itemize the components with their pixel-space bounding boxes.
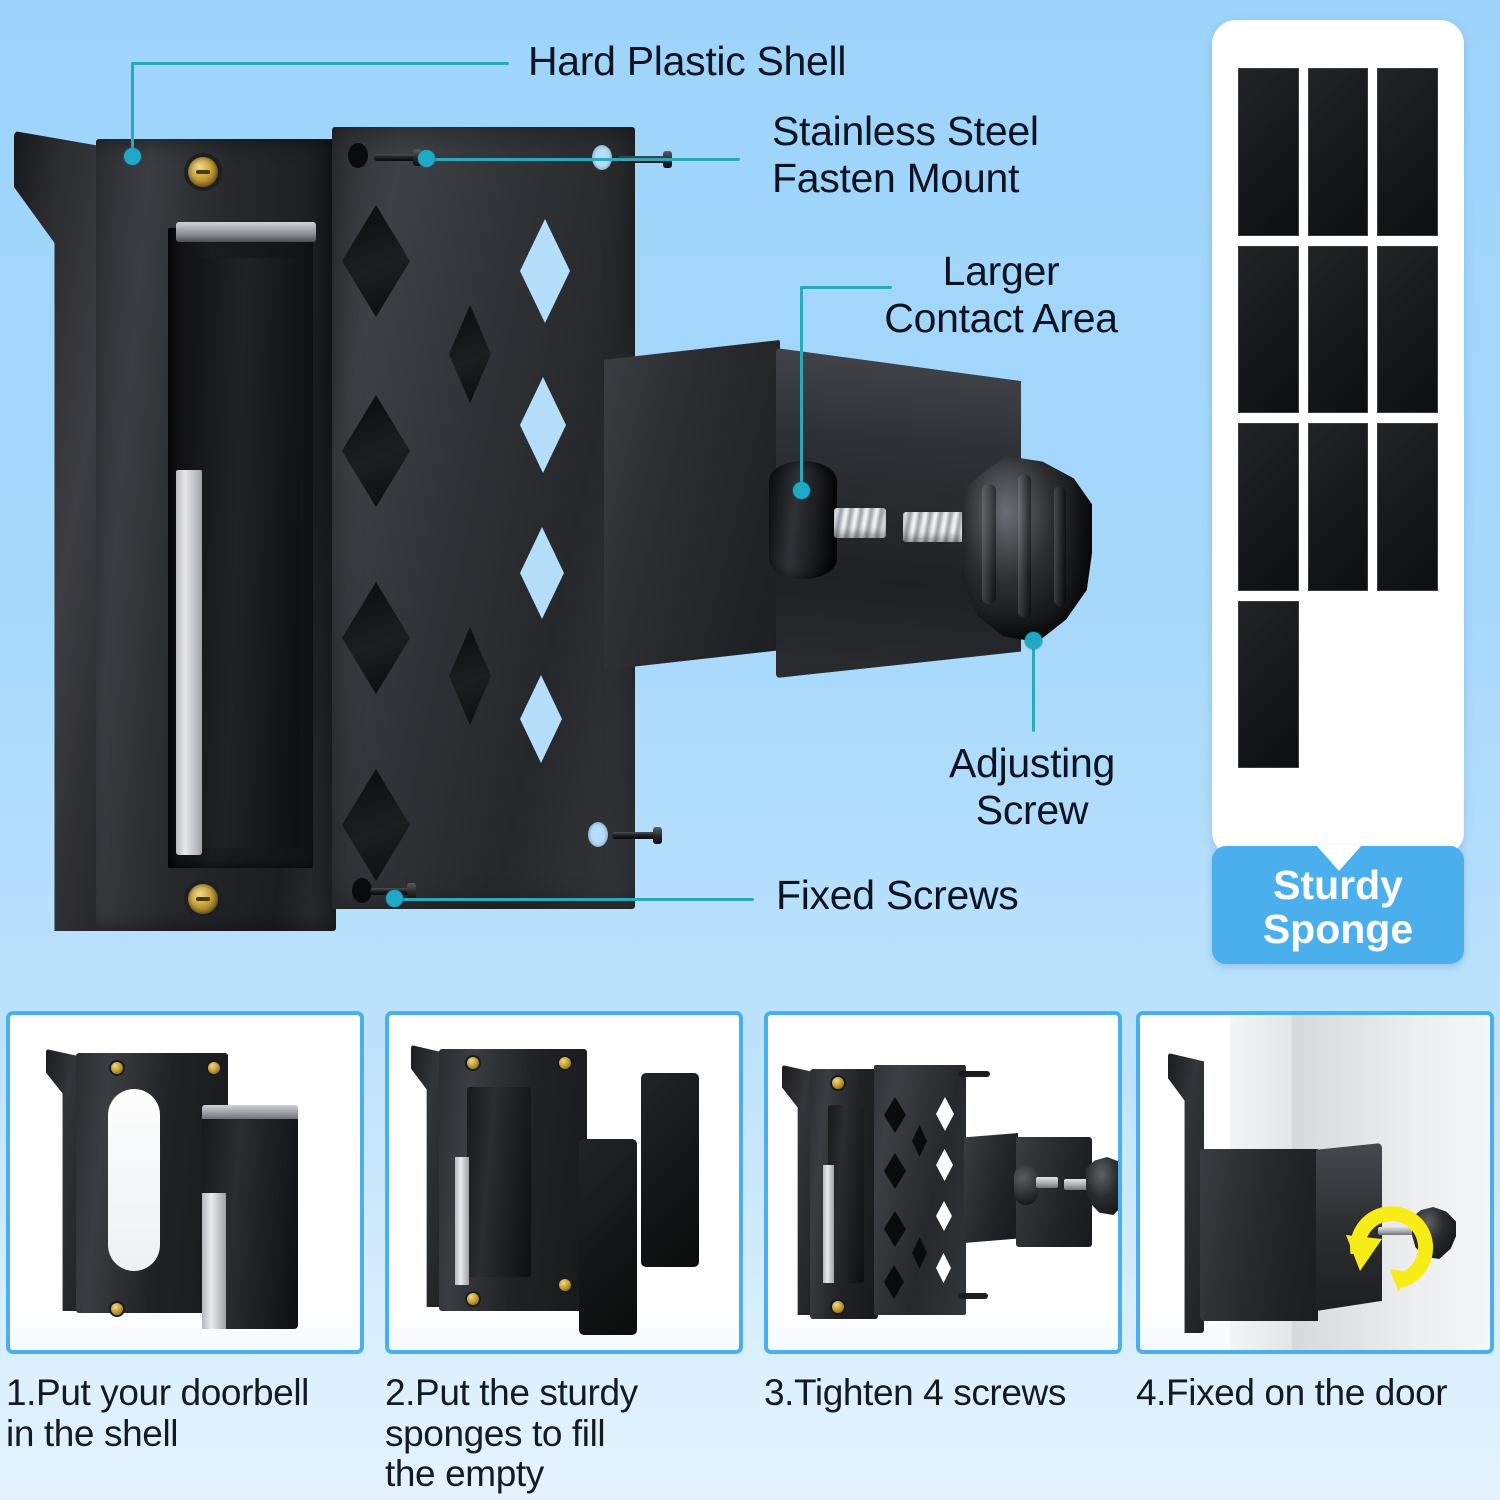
step-3: 3.Tighten 4 screws	[764, 1011, 1122, 1414]
leader-dot-larger-contact-area	[793, 482, 810, 499]
callout-fixed-screws: Fixed Screws	[776, 872, 1019, 918]
step-1: 1.Put your doorbell in the shell	[6, 1011, 364, 1454]
bracket-arm-face	[604, 340, 780, 670]
doorbell-top-lip	[176, 222, 316, 242]
step-4: 4.Fixed on the door	[1136, 1011, 1494, 1414]
leader-line-larger-contact-area-v	[800, 286, 803, 492]
sturdy-sponge-banner: Sturdy Sponge	[1212, 845, 1464, 964]
callout-larger-contact-area: Larger Contact Area	[884, 248, 1118, 341]
threaded-rod-inner	[834, 508, 886, 538]
fasten-pin-top-left	[374, 149, 422, 166]
sponge-chip	[1377, 245, 1438, 413]
mount-hole-top-right	[592, 145, 612, 170]
sponge-chip	[1238, 68, 1299, 236]
rotation-arrow-icon	[1346, 1206, 1434, 1291]
leader-dot-adjusting-screw	[1025, 632, 1042, 649]
doorbell-face	[196, 258, 300, 848]
diamond-emboss	[342, 395, 410, 507]
leader-dot-fixed-screws	[386, 890, 403, 907]
step-3-caption: 3.Tighten 4 screws	[764, 1372, 1066, 1413]
diamond-cutout	[520, 219, 570, 323]
leader-line-stainless-steel-mount	[424, 158, 740, 161]
contact-pad	[769, 461, 837, 579]
step-2-caption: 2.Put the sturdy sponges to fill the emp…	[385, 1372, 638, 1495]
step-3-image	[764, 1011, 1122, 1354]
sponge-chip	[1238, 423, 1299, 591]
stainless-steel-plate	[332, 127, 635, 909]
sponge-chip	[1238, 245, 1299, 413]
sponge-banner-line2: Sponge	[1262, 906, 1414, 953]
callout-adjusting-screw: Adjusting Screw	[949, 740, 1115, 833]
adjusting-knob	[962, 456, 1092, 642]
step-4-caption: 4.Fixed on the door	[1136, 1372, 1448, 1413]
sponge-chip	[1307, 68, 1369, 236]
sponge-chip-empty	[1308, 601, 1369, 769]
diamond-cutout	[520, 527, 564, 619]
diamond-cutout	[520, 377, 566, 473]
sponge-chip	[1307, 245, 1369, 413]
step-1-caption: 1.Put your doorbell in the shell	[6, 1372, 309, 1454]
plastic-shell-hook	[14, 131, 106, 931]
diamond-emboss	[342, 582, 410, 694]
step-1-image	[6, 1011, 364, 1354]
leader-line-adjusting-screw	[1032, 640, 1035, 732]
leader-line-larger-contact-area-h	[800, 286, 892, 289]
callout-stainless-steel-fasten-mount: Stainless Steel Fasten Mount	[772, 108, 1039, 201]
step-4-image	[1136, 1011, 1494, 1354]
leader-dot-hard-plastic-shell	[124, 148, 141, 165]
leader-line-hard-plastic-shell-h	[131, 62, 509, 65]
sturdy-sponge-panel: Sturdy Sponge	[1212, 20, 1464, 964]
brass-screw-insert-top	[188, 157, 218, 187]
sponge-chip	[1377, 68, 1438, 236]
step-2-image	[385, 1011, 743, 1354]
doorbell-silver-trim	[176, 470, 202, 855]
sponge-chip-empty	[1377, 601, 1438, 769]
leader-dot-stainless-steel-mount	[418, 150, 435, 167]
leader-line-fixed-screws	[392, 898, 754, 901]
diamond-emboss	[449, 627, 491, 725]
diamond-emboss	[449, 305, 491, 403]
sponge-chip	[1377, 423, 1438, 591]
sponge-chip	[1307, 423, 1369, 591]
mount-hole-top-left	[348, 143, 368, 168]
callout-hard-plastic-shell: Hard Plastic Shell	[528, 38, 847, 84]
installation-steps: 1.Put your doorbell in the shell 2.Put t…	[0, 1011, 1500, 1500]
leader-line-hard-plastic-shell-v	[131, 62, 134, 158]
mount-hole-bottom-right	[588, 822, 608, 847]
product-illustration	[14, 127, 1092, 931]
brass-screw-insert-bottom	[188, 884, 218, 914]
diamond-emboss	[342, 769, 410, 881]
sponge-banner-line1: Sturdy	[1273, 862, 1403, 908]
hero-section: Hard Plastic Shell Stainless Steel Faste…	[14, 20, 1464, 964]
mount-hole-bottom-left	[352, 878, 372, 903]
sponge-chip-grid	[1238, 68, 1438, 768]
sponge-card	[1212, 20, 1464, 856]
sponge-chip	[1238, 600, 1299, 768]
step-2: 2.Put the sturdy sponges to fill the emp…	[385, 1011, 743, 1495]
diamond-cutout	[520, 675, 562, 763]
diamond-emboss	[342, 205, 410, 317]
fasten-pin-bottom-right	[612, 827, 662, 844]
